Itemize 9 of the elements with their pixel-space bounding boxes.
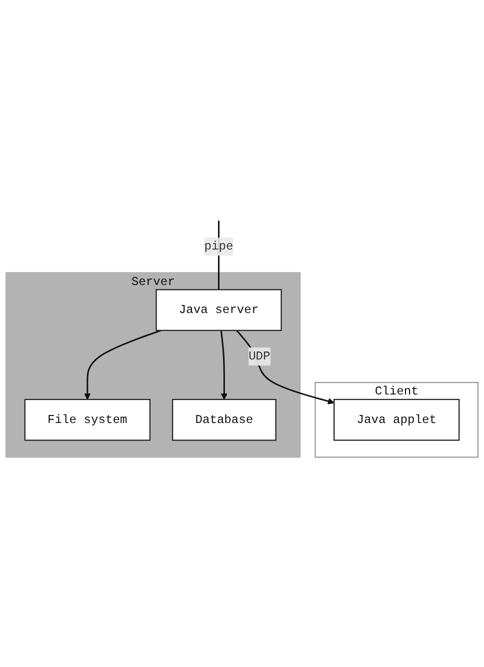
arrow	[220, 330, 228, 400]
arrow	[84, 330, 162, 400]
edge-label: pipe	[204, 240, 234, 254]
node-box: Database	[172, 398, 276, 441]
node-box: File system	[24, 398, 150, 441]
node-box: Java applet	[334, 398, 460, 441]
node-box: Java server	[156, 288, 282, 331]
edge-label: UDP	[248, 350, 270, 364]
arrow	[236, 330, 334, 404]
